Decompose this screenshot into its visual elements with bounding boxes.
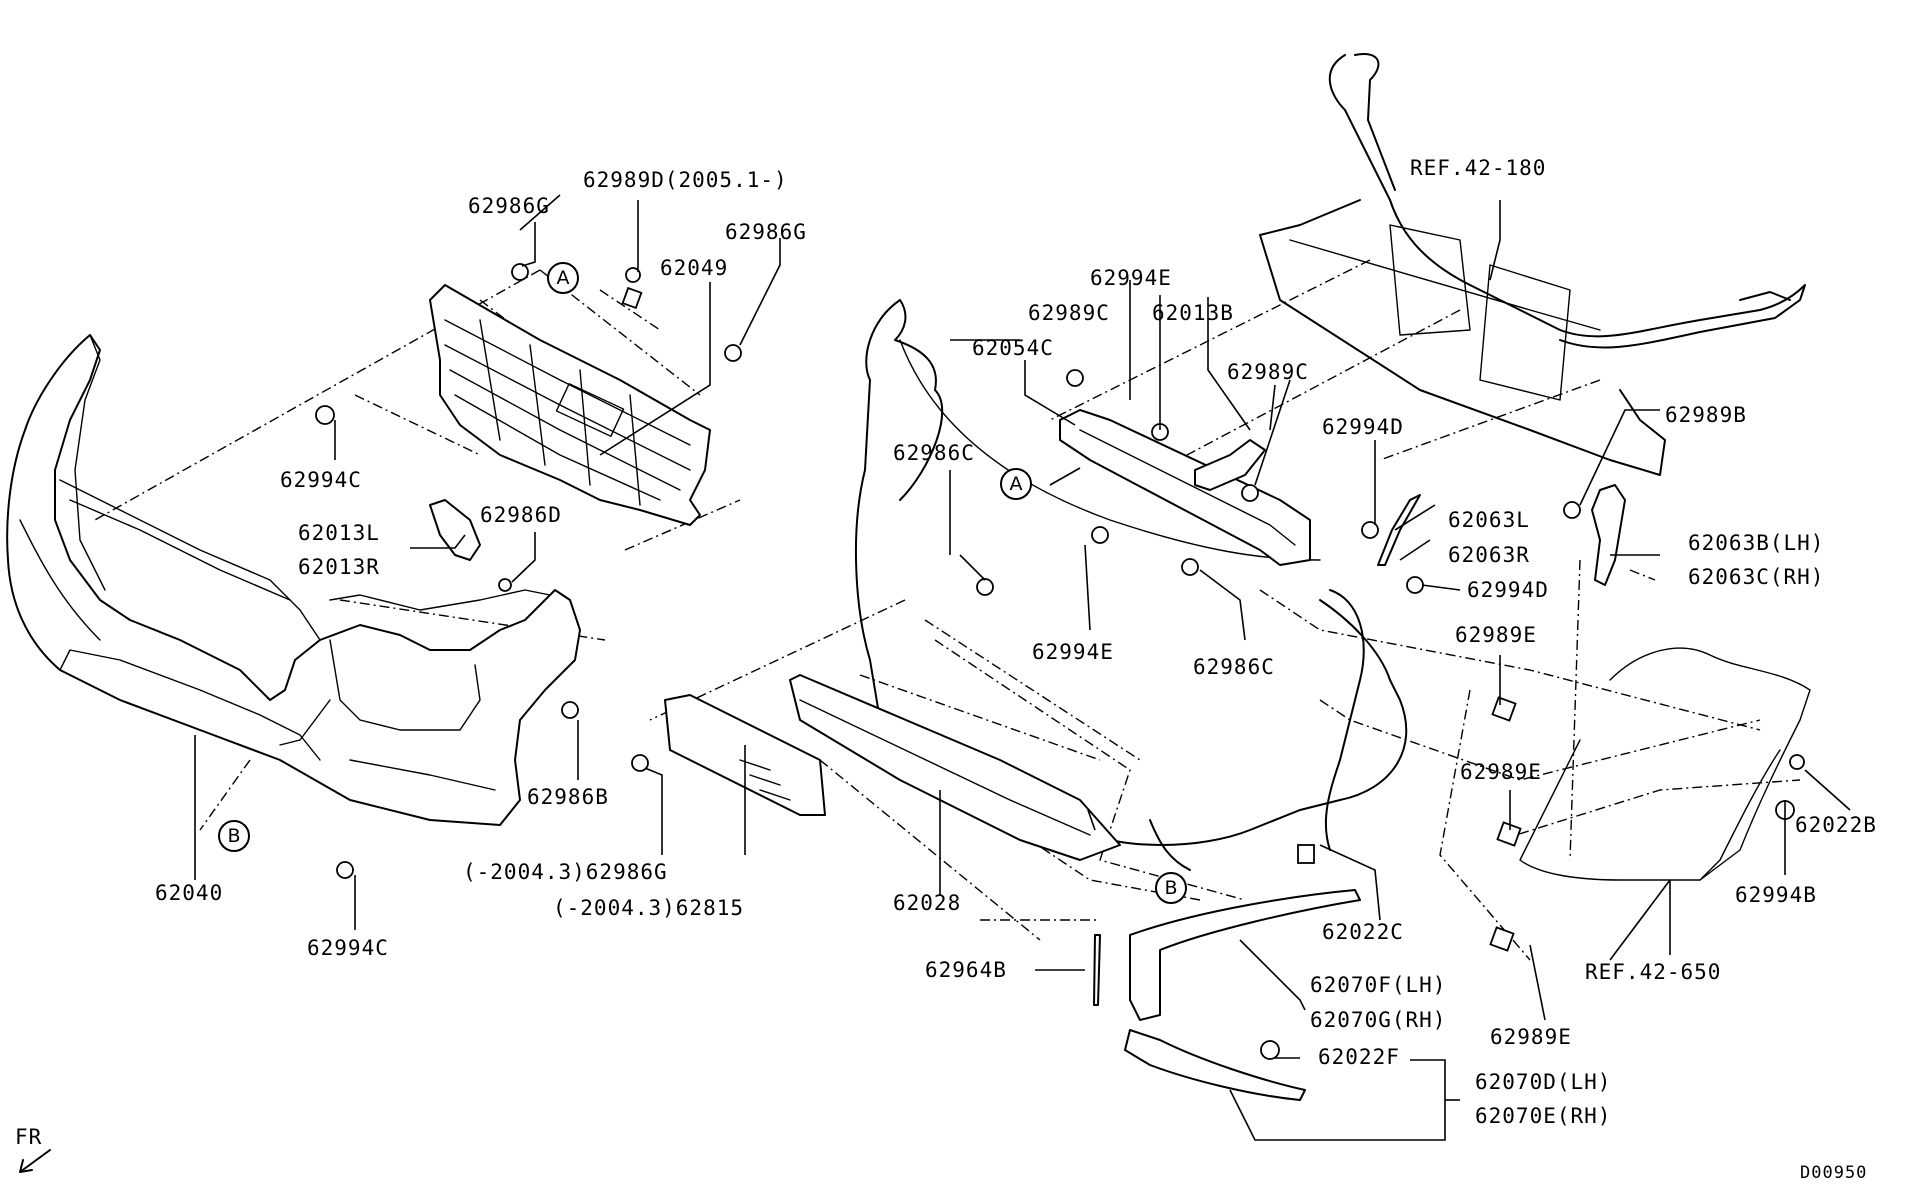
part-label-62054c: 62054C xyxy=(972,336,1054,360)
part-label-62022b: 62022B xyxy=(1795,813,1877,837)
part-label-62986g-right: 62986G xyxy=(725,220,807,244)
part-label-62994b: 62994B xyxy=(1735,883,1817,907)
part-label-62986g-old: (-2004.3)62986G xyxy=(463,860,668,884)
part-label-62989e-c: 62989E xyxy=(1490,1025,1572,1049)
part-label-62022c: 62022C xyxy=(1322,920,1404,944)
part-label-62063r: 62063R xyxy=(1448,543,1530,567)
part-label-62994e-bottom: 62994E xyxy=(1032,640,1114,664)
front-bumper-fascia xyxy=(6,334,581,826)
part-label-62994c-top: 62994C xyxy=(280,468,362,492)
part-label-62989e-b: 62989E xyxy=(1460,760,1542,784)
part-label-62986d: 62986D xyxy=(480,503,562,527)
part-label-62986c-left: 62986C xyxy=(893,441,975,465)
part-label-62994c-bottom: 62994C xyxy=(307,936,389,960)
part-label-62989d: 62989D(2005.1-) xyxy=(583,168,788,192)
part-label-62063l: 62063L xyxy=(1448,508,1530,532)
part-label-62022f: 62022F xyxy=(1318,1045,1400,1069)
part-label-62013b: 62013B xyxy=(1152,301,1234,325)
callout-a-left: A xyxy=(547,262,579,294)
part-label-62994d-bottom: 62994D xyxy=(1467,578,1549,602)
part-label-62013r: 62013R xyxy=(298,555,380,579)
part-label-62070e: 62070E(RH) xyxy=(1475,1104,1612,1128)
part-label-62815: (-2004.3)62815 xyxy=(553,896,745,920)
part-label-62986g-top: 62986G xyxy=(468,194,550,218)
part-label-62989b: 62989B xyxy=(1665,403,1747,427)
part-label-62063b: 62063B(LH) xyxy=(1688,531,1825,555)
part-label-62986c-right: 62986C xyxy=(1193,655,1275,679)
ref-label-42-180: REF.42-180 xyxy=(1410,156,1547,180)
front-direction-label: FR xyxy=(15,1125,43,1149)
part-label-62994e-top: 62994E xyxy=(1090,266,1172,290)
construction-lines xyxy=(94,259,1801,961)
part-label-62070d: 62070D(LH) xyxy=(1475,1070,1612,1094)
part-label-62049: 62049 xyxy=(660,256,729,280)
radiator-support xyxy=(1259,53,1806,476)
part-label-62989e-a: 62989E xyxy=(1455,623,1537,647)
part-label-62013l: 62013L xyxy=(298,521,380,545)
body-outline xyxy=(854,299,1811,881)
fasteners xyxy=(315,263,1805,1060)
brackets xyxy=(429,409,1626,1101)
part-label-62986b: 62986B xyxy=(527,785,609,809)
part-label-62989c-left: 62989C xyxy=(1028,301,1110,325)
part-label-62070g: 62070G(RH) xyxy=(1310,1008,1447,1032)
part-label-62964b: 62964B xyxy=(925,958,1007,982)
part-label-62070f: 62070F(LH) xyxy=(1310,973,1447,997)
callout-a-right: A xyxy=(1000,468,1032,500)
part-label-62063c: 62063C(RH) xyxy=(1688,565,1825,589)
front-grille xyxy=(429,284,711,526)
part-label-62994d-top: 62994D xyxy=(1322,415,1404,439)
ref-label-42-650: REF.42-650 xyxy=(1585,960,1722,984)
callout-b-right: B xyxy=(1155,872,1187,904)
callout-b-left: B xyxy=(218,820,250,852)
part-label-62040: 62040 xyxy=(155,881,224,905)
drawing-code: D00950 xyxy=(1800,1163,1868,1183)
leader-lines xyxy=(194,194,1851,1141)
part-label-62989c-right: 62989C xyxy=(1227,360,1309,384)
part-label-62028: 62028 xyxy=(893,891,962,915)
front-direction-arrow xyxy=(19,1149,51,1173)
